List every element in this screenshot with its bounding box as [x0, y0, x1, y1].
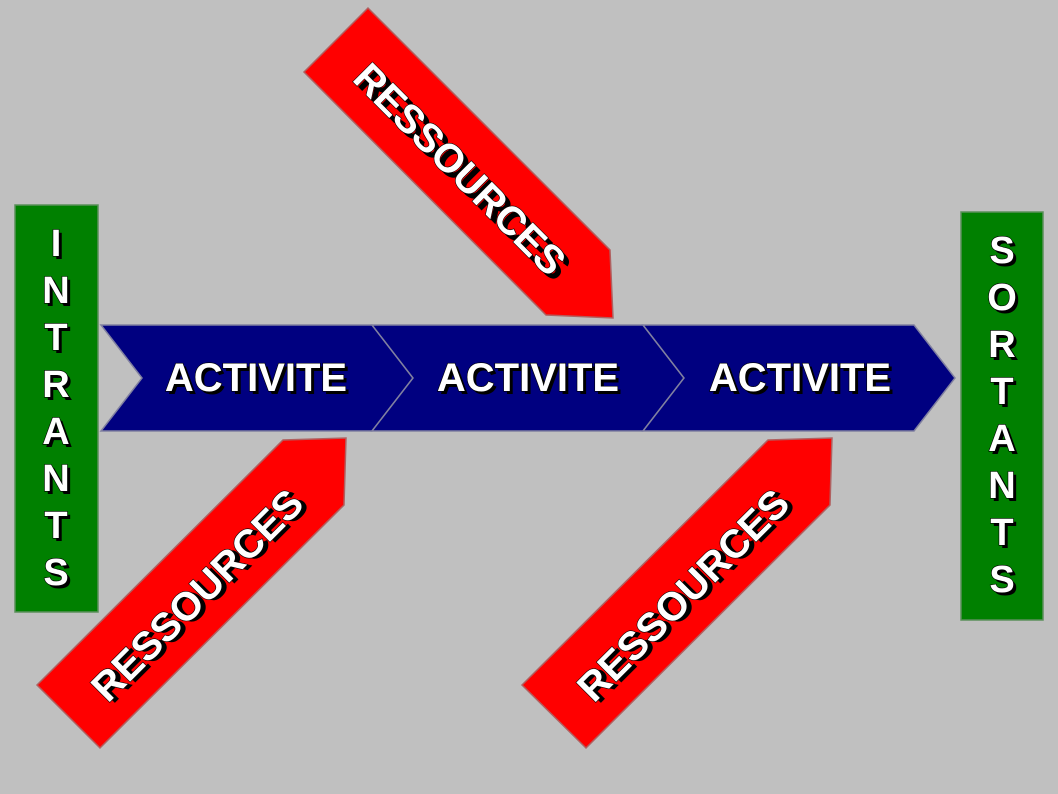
svg-text:S: S	[992, 233, 1017, 275]
svg-text:ACTIVITE: ACTIVITE	[168, 359, 350, 403]
svg-text:N: N	[45, 273, 72, 315]
svg-text:T: T	[993, 374, 1016, 416]
activity-label-1: ACTIVITE	[165, 356, 347, 400]
inputs-letter: S	[43, 552, 68, 594]
svg-text:T: T	[993, 515, 1016, 557]
svg-text:O: O	[990, 280, 1020, 322]
activity-chevron-2: ACTIVITE ACTIVITE	[370, 324, 685, 432]
outputs-letter: N	[988, 465, 1015, 507]
activity-chevron-3: ACTIVITE ACTIVITE	[641, 324, 956, 432]
inputs-letter: N	[42, 458, 69, 500]
activity-label-3: ACTIVITE	[709, 356, 891, 400]
outputs-letter: T	[990, 371, 1013, 413]
svg-text:I: I	[54, 226, 65, 268]
outputs-letter: S	[989, 559, 1014, 601]
svg-text:R: R	[45, 367, 72, 409]
resource-arrow-top: RESSOURCES RESSOURCES	[302, 6, 614, 319]
svg-text:S: S	[992, 562, 1017, 604]
svg-text:T: T	[47, 320, 70, 362]
inputs-letter: T	[44, 505, 67, 547]
resource-label-bottom-right: RESSOURCES	[569, 481, 798, 710]
svg-text:T: T	[47, 508, 70, 550]
svg-text:N: N	[45, 461, 72, 503]
activity-label-2: ACTIVITE	[437, 356, 619, 400]
inputs-letter: I	[51, 223, 62, 265]
resource-label-top: RESSOURCES	[345, 55, 574, 284]
inputs-letter: N	[42, 270, 69, 312]
svg-text:A: A	[45, 414, 72, 456]
inputs-letter: T	[44, 317, 67, 359]
svg-text:N: N	[991, 468, 1018, 510]
activity-chevron-1: ACTIVITE ACTIVITE	[99, 324, 414, 432]
inputs-letter: R	[42, 364, 69, 406]
outputs-letter: S	[989, 230, 1014, 272]
outputs-letter: O	[987, 277, 1017, 319]
outputs-letter: A	[988, 418, 1015, 460]
outputs-letter: R	[988, 324, 1015, 366]
svg-text:R: R	[991, 327, 1018, 369]
resource-label-bottom-left: RESSOURCES	[83, 481, 312, 710]
resource-arrow-bottom-right: RESSOURCES RESSOURCES	[520, 437, 833, 750]
svg-text:ACTIVITE: ACTIVITE	[440, 359, 622, 403]
svg-text:A: A	[991, 421, 1018, 463]
inputs-letter: A	[42, 411, 69, 453]
svg-text:ACTIVITE: ACTIVITE	[712, 359, 894, 403]
outputs-letter: T	[990, 512, 1013, 554]
svg-text:S: S	[46, 555, 71, 597]
